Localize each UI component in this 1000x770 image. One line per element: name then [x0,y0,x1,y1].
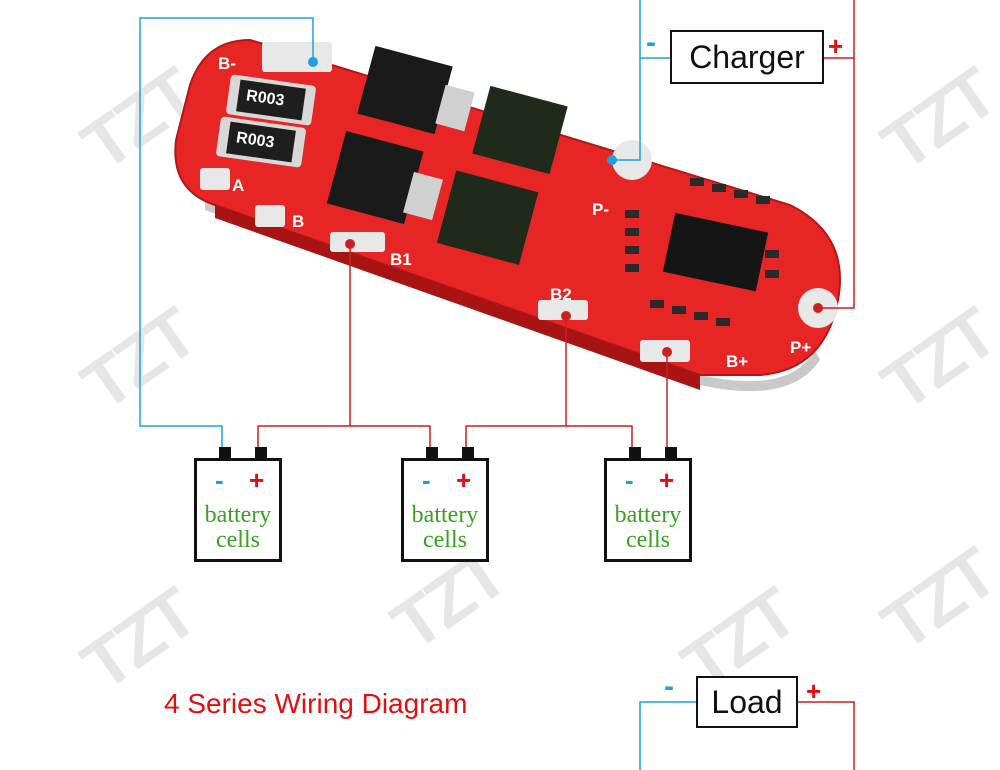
load-box: Load [696,676,798,728]
cell-positive-terminal [462,447,474,461]
pad-label: B- [218,54,236,73]
connection-dot [345,239,355,249]
charger-minus-sign: - [646,26,656,59]
cell-minus-sign: - [215,465,224,495]
connection-dot [561,311,571,321]
connection-dot [662,347,672,357]
pad-label: B2 [550,285,572,304]
cell-plus-sign: + [249,465,265,495]
cell-positive-terminal [665,447,677,461]
pad-label: P- [592,200,609,219]
wire-b-minus [139,17,314,448]
wire-load-plus [797,701,855,770]
mosfet [436,170,539,265]
charger-label: Charger [689,38,805,75]
cell-negative-terminal [629,447,641,461]
wire-b1 [257,244,431,448]
load-minus-sign: - [664,670,674,703]
cell-label-line2: cells [423,527,467,553]
cell-plus-sign: + [456,465,472,495]
pad-label: P+ [790,338,812,357]
shunt-resistor [216,116,306,168]
cell-label-line2: cells [216,527,260,553]
smd-components [625,178,779,326]
battery-cell: - + battery cells [604,447,692,562]
charger-plus-sign: + [828,31,844,61]
cell-plus-sign: + [659,465,675,495]
connection-dot [813,303,823,313]
cell-negative-terminal [426,447,438,461]
cell-label-line1: battery [204,502,272,528]
mosfet [326,130,443,225]
wire-charger-plus [818,0,855,309]
connection-dot [308,57,318,67]
pad-label: A [232,176,245,195]
charger-box: Charger [670,30,824,84]
cell-negative-terminal [219,447,231,461]
shunt-resistor [226,74,316,126]
battery-cell: - + battery cells [401,447,489,562]
pad-label: B1 [390,250,412,269]
connection-dot [607,155,617,165]
cell-label-line2: cells [626,527,670,553]
cell-positive-terminal [255,447,267,461]
wire-b2 [465,316,633,448]
battery-cell: - + battery cells [194,447,282,562]
cell-label-line1: battery [614,502,682,528]
pad-label: B [292,212,305,231]
mosfet [472,85,568,175]
cell-minus-sign: - [625,465,634,495]
wire-load-minus [639,701,698,770]
pad-label: B+ [726,352,749,371]
mosfet [357,45,475,135]
diagram-title: 4 Series Wiring Diagram [164,688,468,719]
load-label: Load [711,683,783,720]
load-plus-sign: + [806,676,822,706]
cell-label-line1: battery [411,502,479,528]
cell-minus-sign: - [422,465,431,495]
protection-ic [662,212,769,292]
wire-charger-minus [612,0,672,161]
